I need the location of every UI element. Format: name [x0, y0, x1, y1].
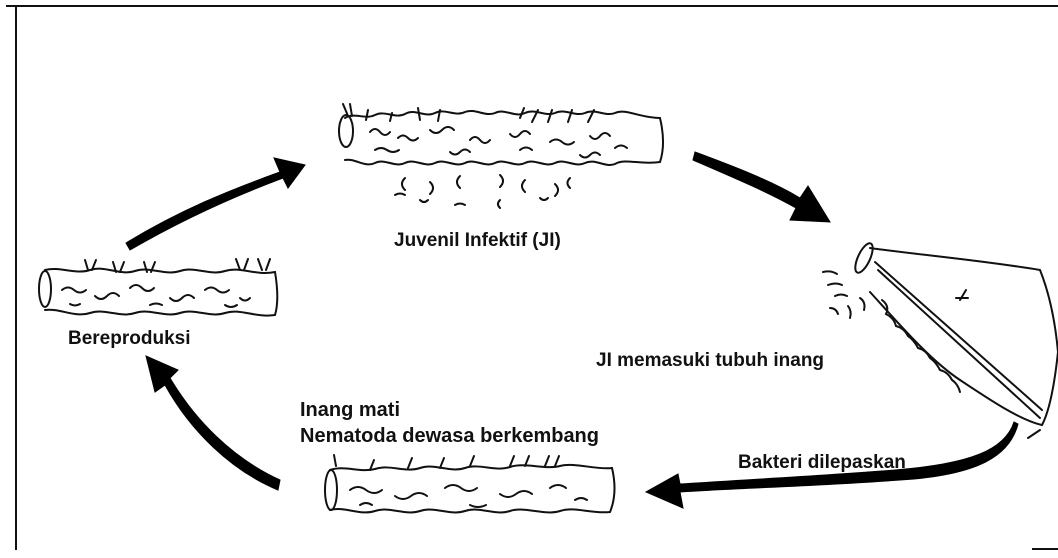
stage-label-juvenile: Juvenil Infektif (JI) — [394, 230, 561, 252]
arrow-to-reproduce — [146, 356, 280, 490]
stage-label-host-dies: Inang mati — [300, 399, 400, 422]
stage-label-reproduce: Bereproduksi — [68, 328, 190, 350]
larva-bottom-illustration — [325, 455, 614, 512]
stage-label-bacteria-released: Bakteri dilepaskan — [738, 452, 906, 474]
larva-right-illustration — [823, 241, 1058, 438]
larva-left-illustration — [39, 259, 277, 316]
arrow-to-host — [693, 152, 830, 222]
stage-label-adults-develop: Nematoda dewasa berkembang — [300, 425, 599, 448]
arrow-to-juvenile — [126, 158, 305, 250]
larva-top-illustration — [339, 104, 663, 208]
stage-label-entering-host: JI memasuki tubuh inang — [596, 350, 824, 372]
